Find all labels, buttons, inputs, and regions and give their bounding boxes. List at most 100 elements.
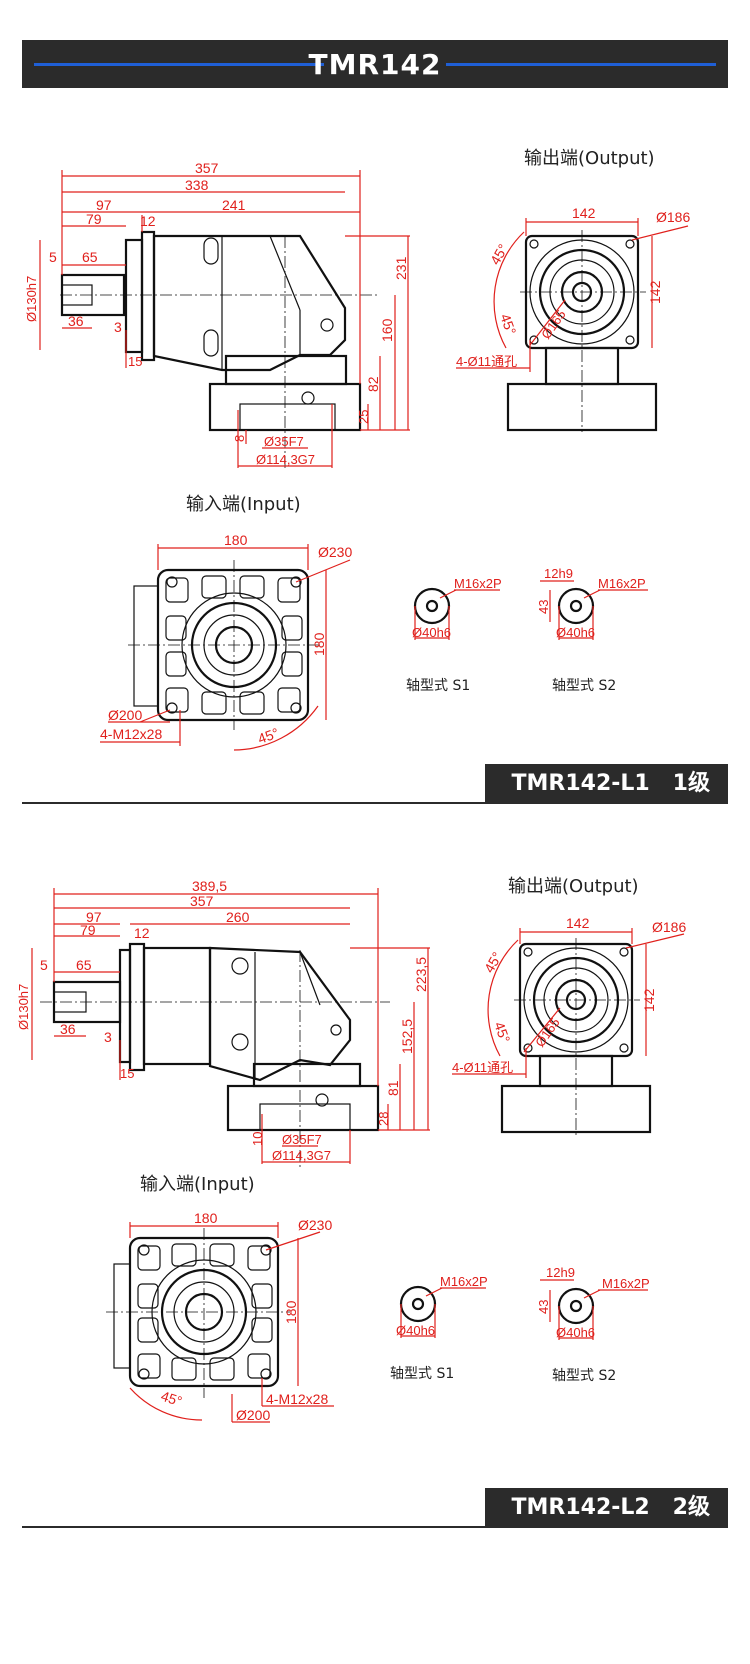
l2-dim-130: Ø130h7 [16,984,31,1030]
l2-out-holes: 4-Ø11通孔 [452,1060,513,1075]
l2-dim-223: 223,5 [413,957,429,992]
l2-s1-d40: Ø40h6 [396,1323,435,1338]
l1-s2-43: 43 [536,600,551,614]
l1-in-180h: 180 [311,632,327,656]
l2-out-142h: 142 [641,988,657,1012]
title-bar: TMR142 [22,40,728,88]
l1-dim-114: Ø114,3G7 [256,452,315,467]
l2-in-180h: 180 [283,1300,299,1324]
l2-dim-28: 28 [376,1112,391,1126]
l2-s1-m16: M16x2P [440,1274,488,1289]
l2-in-200: Ø200 [236,1407,270,1423]
l1-s2-d40: Ø40h6 [556,625,595,640]
l1-out-45b: 45° [497,312,519,337]
l1-in-230: Ø230 [318,544,352,560]
l2-dim-114: Ø114,3G7 [272,1148,331,1163]
l1-dim-65: 65 [82,249,98,265]
l2-s2-name: 轴型式 S2 [552,1368,616,1384]
l1-in-180w: 180 [224,532,248,548]
l2-shaft-s2: 12h9 M16x2P 43 Ø40h6 轴型式 S2 [536,1265,650,1384]
l1-in-200: Ø200 [108,707,142,723]
l1-output-title: 输出端(Output) [524,148,655,169]
l1-dim-5: 5 [49,249,57,265]
l2-dim-12: 12 [134,925,150,941]
l2-output-title: 输出端(Output) [508,876,639,897]
l1-dim-241: 241 [222,197,246,213]
l2-output-view: 输出端(Output) 142 Ø186 142 45° 45° Ø165 4-… [452,876,686,1136]
l2-side-view: 389,5 357 97 260 79 12 5 65 Ø130h7 36 3 … [16,878,430,1170]
l1-out-142w: 142 [572,205,596,221]
title-line-left [34,63,324,66]
l1-s1-m16: M16x2P [454,576,502,591]
l1-dim-36: 36 [68,313,84,329]
l2-s2-m16: M16x2P [602,1276,650,1291]
l2-dim-81: 81 [385,1080,401,1096]
l2-in-45: 45° [159,1388,184,1410]
page-title: TMR142 [308,48,442,81]
l2-out-45a: 45° [481,949,505,975]
l2-out-142w: 142 [566,915,590,931]
l1-dim-15: 15 [128,354,142,369]
l1-s1-d40: Ø40h6 [412,625,451,640]
l1-s2-m16: M16x2P [598,576,646,591]
l2-dim-97: 97 [86,909,102,925]
divider-l2 [22,1526,728,1528]
l1-side-view: 357 338 97 241 79 12 5 65 Ø130h7 36 3 15… [24,160,410,470]
l2-in-thread: 4-M12x28 [266,1391,328,1407]
l1-dim-338: 338 [185,177,209,193]
l1-shaft-s2: 12h9 M16x2P 43 Ø40h6 轴型式 S2 [536,566,648,694]
l1-dim-8: 8 [232,435,247,442]
l1-dim-130: Ø130h7 [24,276,39,322]
l2-s2-43: 43 [536,1300,551,1314]
title-line-right [446,63,716,66]
l2-s2-d40: Ø40h6 [556,1325,595,1340]
l2-dim-5: 5 [40,957,48,973]
l2-dim-35: Ø35F7 [282,1132,322,1147]
l2-in-180w: 180 [194,1210,218,1226]
l1-dim-231: 231 [393,256,409,280]
l1-out-holes: 4-Ø11通孔 [456,354,517,369]
l1-dim-97: 97 [96,197,112,213]
l1-s2-name: 轴型式 S2 [552,678,616,694]
l2-input-view: 输入端(Input) 180 Ø230 180 Ø200 4-M12x28 45… [106,1174,334,1423]
l1-out-186: Ø186 [656,209,690,225]
l1-input-view: 输入端(Input) 180 Ø230 180 Ø200 4-M12x28 45… [100,494,352,751]
l2-out-45b: 45° [491,1020,513,1045]
l1-dim-3: 3 [114,319,122,335]
l1-s2-12h9: 12h9 [544,566,573,581]
l2-dim-152: 152,5 [399,1019,415,1054]
l1-in-thread: 4-M12x28 [100,726,162,742]
l2-in-230: Ø230 [298,1217,332,1233]
l2-dim-36: 36 [60,1021,76,1037]
l2-shaft-s1: M16x2P Ø40h6 轴型式 S1 [390,1274,488,1382]
l1-dim-35: Ø35F7 [264,434,304,449]
l1-dim-79: 79 [86,211,102,227]
l2-out-186: Ø186 [652,919,686,935]
l2-dim-260: 260 [226,909,250,925]
l2-out-165: Ø165 [532,1015,563,1050]
l2-input-title: 输入端(Input) [140,1174,255,1195]
l2-dim-15: 15 [120,1066,134,1081]
l1-shaft-s1: M16x2P Ø40h6 轴型式 S1 [406,576,502,694]
l1-dim-160: 160 [379,318,395,342]
l1-s1-name: 轴型式 S1 [406,678,470,694]
l2-dim-389: 389,5 [192,878,227,894]
l1-output-view: 输出端(Output) 142 Ø186 142 45° 45° Ø165 4-… [456,148,690,432]
l2-dim-65: 65 [76,957,92,973]
l1-input-title: 输入端(Input) [186,494,301,515]
l1-dim-357: 357 [195,160,219,176]
l2-s1-name: 轴型式 S1 [390,1366,454,1382]
l1-dim-25: 25 [356,410,371,424]
l1-out-142h: 142 [647,280,663,304]
l1-in-45: 45° [256,725,281,747]
l1-out-45a: 45° [487,241,511,267]
l2-dim-10: 10 [250,1132,265,1146]
l2-dim-357: 357 [190,893,214,909]
divider-l1 [22,802,728,804]
l1-dim-82: 82 [365,376,381,392]
l2-dim-79: 79 [80,922,96,938]
model-tag-l2: TMR142-L2 2级 [485,1488,728,1528]
l1-out-165: Ø165 [538,307,569,342]
l2-s2-12h9: 12h9 [546,1265,575,1280]
